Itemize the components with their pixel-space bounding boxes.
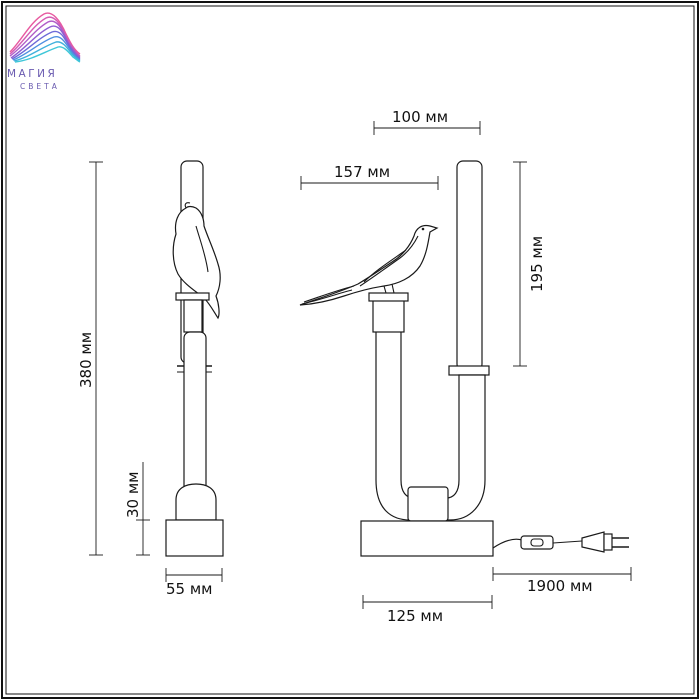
dim-side-depth-label: 55 мм	[166, 580, 213, 598]
dim-base-height: 30 мм	[124, 462, 150, 556]
side-base	[165, 519, 224, 557]
dim-upper-height-label: 195 мм	[528, 236, 546, 292]
dim-top-width: 100 мм	[373, 108, 481, 135]
inner-frame	[5, 5, 695, 695]
front-left-joint	[372, 299, 405, 333]
front-cable	[492, 538, 523, 549]
dim-total-height-label: 380 мм	[77, 332, 95, 388]
front-right-ring	[448, 365, 490, 376]
dim-top-width-label: 100 мм	[392, 108, 448, 126]
front-base	[360, 520, 494, 557]
dim-cable-length: 1900 мм	[492, 567, 632, 595]
front-centre-block	[407, 486, 449, 522]
front-left-ring	[368, 292, 409, 302]
side-view	[165, 160, 224, 557]
front-upper-tube	[456, 160, 483, 371]
dim-upper-height: 195 мм	[513, 161, 546, 367]
dim-bird-length: 157 мм	[300, 163, 439, 190]
dim-base-width-label: 125 мм	[387, 607, 443, 625]
dim-side-depth: 55 мм	[165, 568, 223, 598]
dim-bird-length-label: 157 мм	[334, 163, 390, 181]
front-view	[299, 160, 629, 557]
dim-cable-length-label: 1900 мм	[527, 577, 593, 595]
front-u-tube	[375, 329, 486, 521]
side-bird	[172, 205, 221, 320]
dim-total-height: 380 мм	[77, 161, 103, 556]
logo-tagline: СВЕТА	[20, 82, 60, 91]
switch	[520, 535, 554, 550]
brand-logo: МАГИЯ СВЕТА	[7, 12, 81, 91]
logo-name: МАГИЯ	[7, 68, 57, 80]
side-joint-ring	[175, 292, 210, 301]
wave-icon	[9, 12, 81, 63]
dim-base-height-label: 30 мм	[124, 472, 142, 519]
plug	[581, 531, 605, 553]
dim-base-width: 125 мм	[362, 595, 493, 625]
side-base-top	[175, 483, 217, 521]
side-inner-tube	[183, 299, 203, 333]
